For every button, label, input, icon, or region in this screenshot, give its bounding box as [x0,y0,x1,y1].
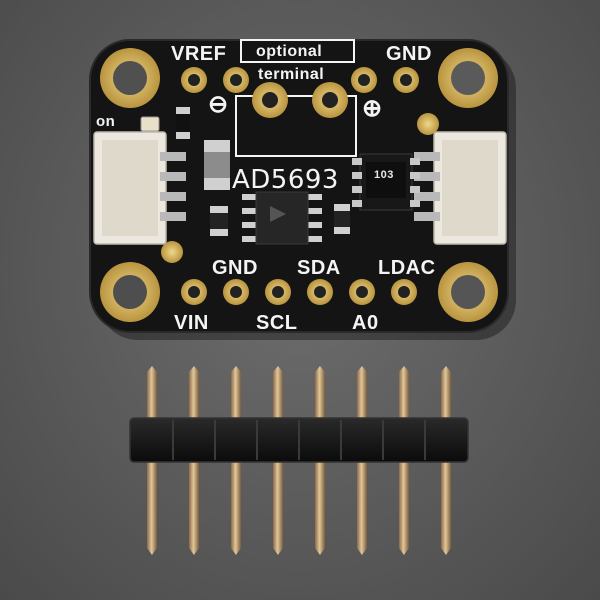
resistor-code-label: 103 [374,169,394,181]
sda-label: SDA [297,257,341,279]
gnd-bottom-label: GND [212,257,258,279]
header-pin-top [315,366,325,418]
test-pad [161,241,183,263]
top-pads [181,67,419,93]
power-led-label: on [96,113,116,130]
header-pin-top [189,366,199,418]
plus-symbol: ⊕ [362,95,383,122]
dac-chip [242,191,322,245]
left-stemma-connector [93,131,186,245]
header-pin-bottom [357,462,367,555]
header-pin-bottom [315,462,325,555]
header-pin-bottom [147,462,157,555]
minus-symbol: ⊖ [208,91,229,118]
part-number-label: AD5693 [232,165,339,195]
vin-label: VIN [174,312,209,334]
capacitor [204,140,230,190]
header-pin-top [441,366,451,418]
header-pins [129,366,469,555]
power-led [140,116,160,132]
header-pin-bottom [189,462,199,555]
header-pin-bottom [273,462,283,555]
ldac-label: LDAC [378,257,436,279]
header-pin-top [273,366,283,418]
header-pin-top [147,366,157,418]
header-pin-bottom [441,462,451,555]
terminal-label: terminal [258,66,325,83]
mounting-holes [100,48,498,322]
scl-label: SCL [256,312,298,334]
a0-label: A0 [352,312,379,334]
test-pad [417,113,439,135]
header-pin-bottom [231,462,241,555]
optional-terminal-area [235,39,357,157]
header-pin-top [399,366,409,418]
header-pin-top [231,366,241,418]
bottom-pads [181,279,417,305]
resistor [176,107,190,139]
small-capacitor [210,206,228,236]
header-pin-bottom [399,462,409,555]
vref-label: VREF [171,43,227,65]
optional-label: optional [256,43,323,60]
gnd-top-label: GND [386,43,432,65]
resistor-array [352,153,420,211]
header-pin-top [357,366,367,418]
right-stemma-connector [414,131,507,245]
small-capacitor [334,204,350,234]
